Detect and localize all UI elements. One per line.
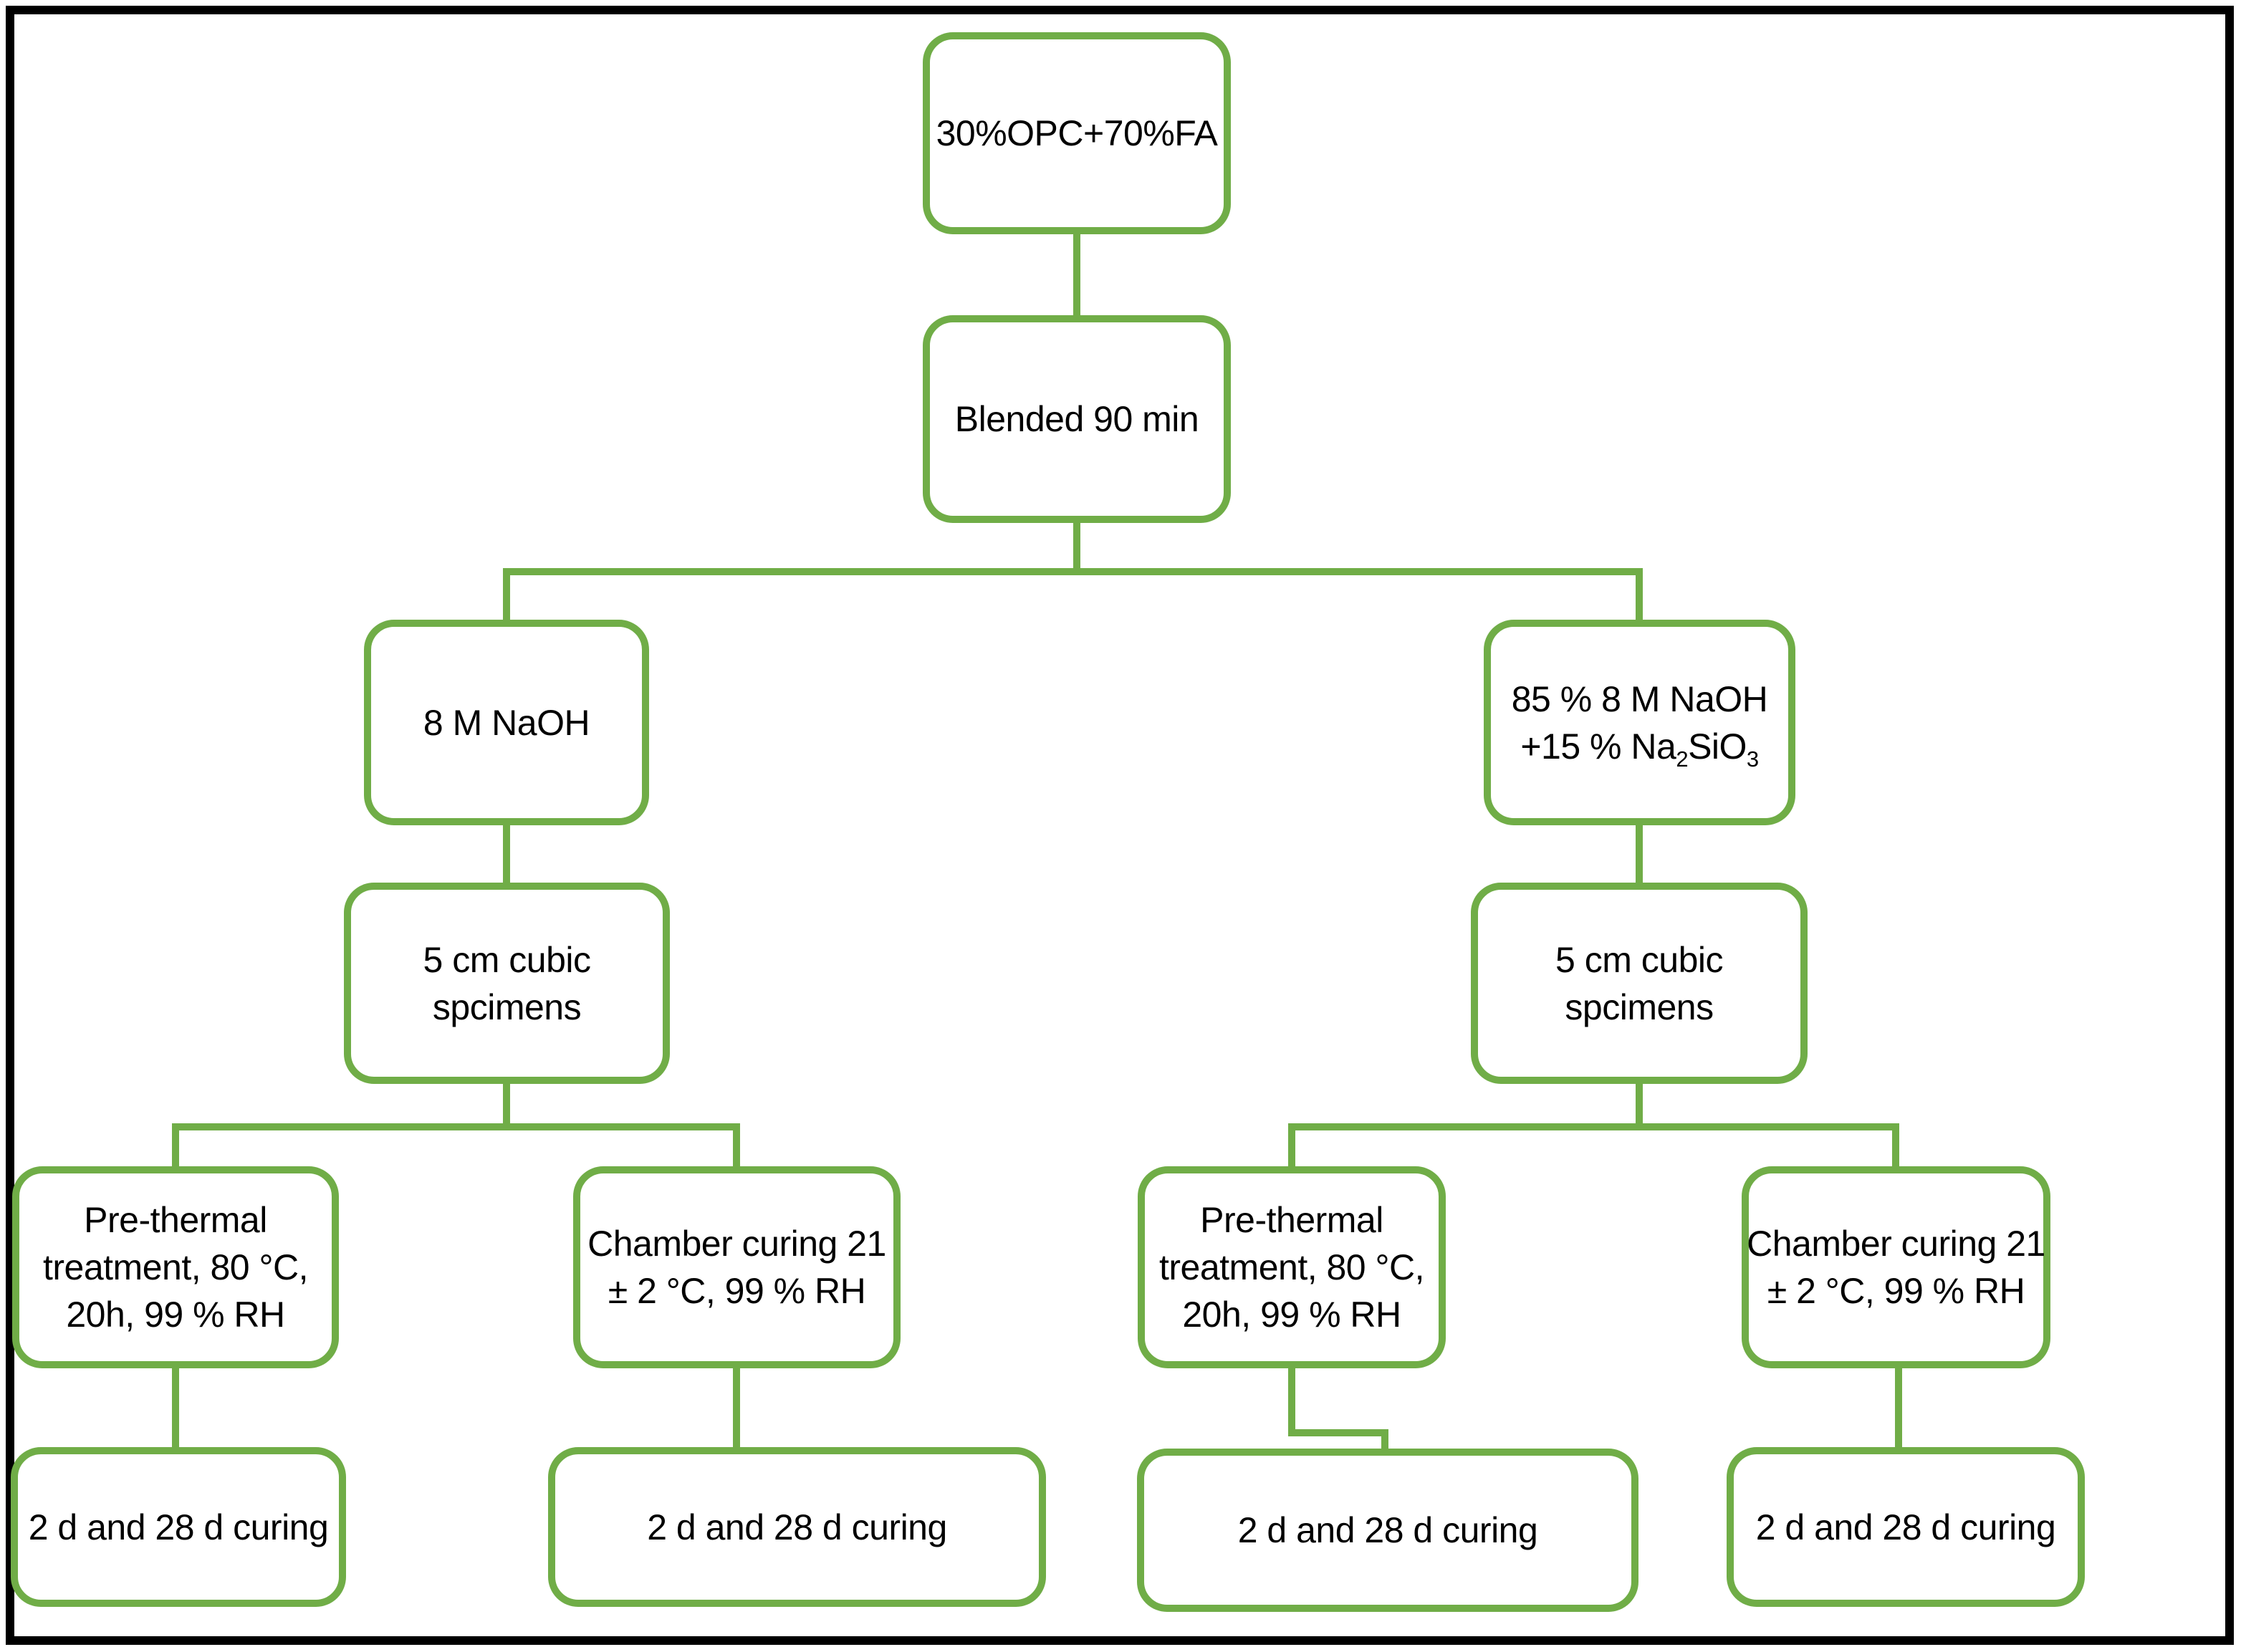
connector-chamber-right-to-curing [1895, 1368, 1902, 1447]
connector-silicate-to-specimens [1636, 825, 1643, 883]
node-prethermal-right: Pre-thermal treatment, 80 °C, 20h, 99 % … [1138, 1166, 1446, 1368]
connector-naoh-to-specimens [503, 825, 510, 883]
node-specimens-left: 5 cm cubic spcimens [344, 883, 670, 1084]
node-chamber-left: Chamber curing 21 ± 2 °C, 99 % RH [573, 1166, 901, 1368]
node-mix: 30%OPC+70%FA [923, 32, 1231, 234]
connector-prethermal-right-stem [1288, 1368, 1295, 1436]
connector-right-split-drop-c [1288, 1123, 1295, 1166]
node-naoh-silicate: 85 % 8 M NaOH +15 % Na2SiO3 [1484, 620, 1795, 825]
node-curing-left-1: 2 d and 28 d curing [11, 1447, 346, 1607]
connector-prethermal-left-to-curing [172, 1368, 179, 1447]
connector-right-split-horizontal [1288, 1123, 1899, 1130]
node-naoh-silicate-line2: +15 % Na2SiO3 [1520, 726, 1759, 772]
connector-chamber-left-to-curing [733, 1368, 740, 1447]
node-naoh-silicate-line1: 85 % 8 M NaOH [1511, 678, 1768, 719]
node-chamber-right: Chamber curing 21 ± 2 °C, 99 % RH [1742, 1166, 2050, 1368]
node-blended: Blended 90 min [923, 315, 1231, 523]
connector-split-right-drop [1636, 568, 1643, 620]
node-8m-naoh: 8 M NaOH [364, 620, 649, 825]
connector-blended-stem [1073, 523, 1080, 572]
subscript-3: 3 [1746, 746, 1759, 772]
connector-left-split-drop-b [733, 1123, 740, 1166]
connector-left-split-horizontal [172, 1123, 740, 1130]
node-mix-label: 30%OPC+70%FA [936, 113, 1218, 153]
connector-prethermal-right-drop [1381, 1429, 1388, 1451]
node-curing-right-2: 2 d and 28 d curing [1727, 1447, 2085, 1607]
node-blended-label: Blended 90 min [954, 399, 1199, 439]
node-curing-right-1: 2 d and 28 d curing [1137, 1449, 1638, 1612]
connector-top-split-horizontal [503, 568, 1643, 575]
connector-split-left-drop [503, 568, 510, 620]
connector-prethermal-right-jog [1288, 1429, 1388, 1436]
connector-specimens-left-stem [503, 1084, 510, 1127]
node-8m-naoh-label: 8 M NaOH [423, 702, 590, 743]
connector-specimens-right-stem [1636, 1084, 1643, 1127]
node-prethermal-left: Pre-thermal treatment, 80 °C, 20h, 99 % … [12, 1166, 339, 1368]
node-specimens-right: 5 cm cubic spcimens [1471, 883, 1808, 1084]
node-curing-left-2: 2 d and 28 d curing [548, 1447, 1046, 1607]
subscript-2: 2 [1676, 746, 1689, 772]
connector-left-split-drop-a [172, 1123, 179, 1166]
connector-right-split-drop-d [1892, 1123, 1899, 1166]
connector-mix-to-blended [1073, 234, 1080, 315]
